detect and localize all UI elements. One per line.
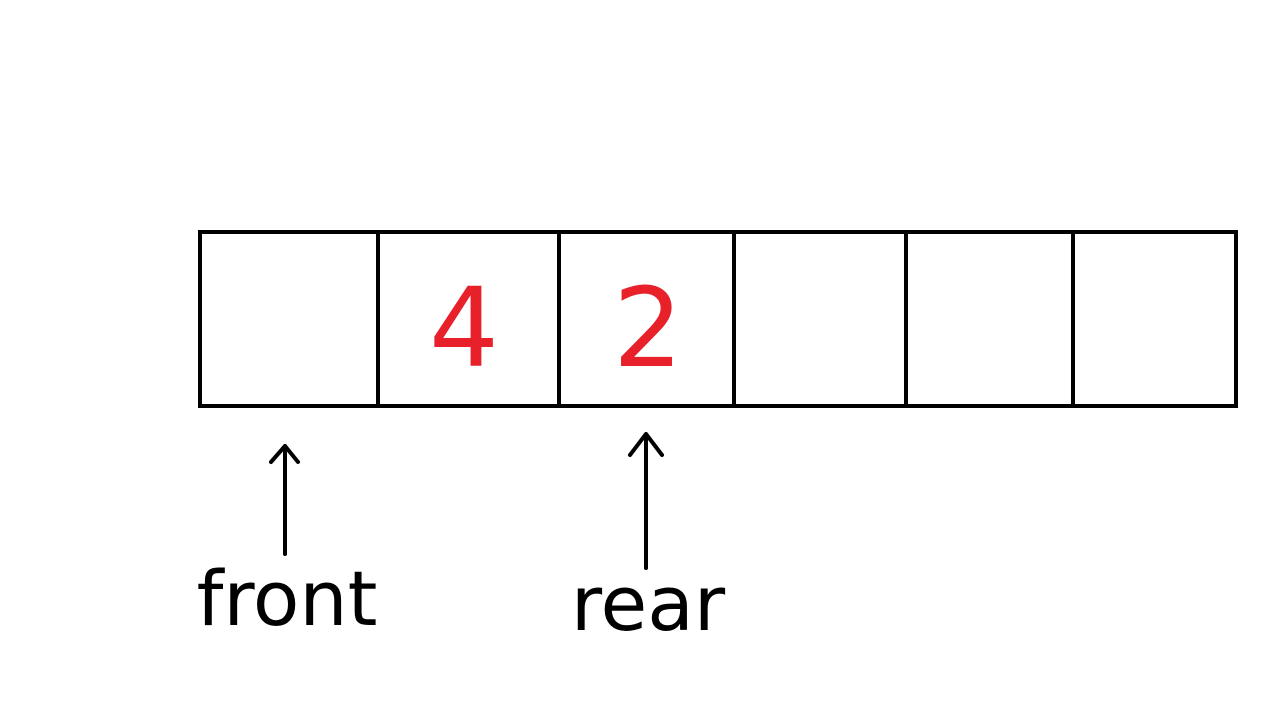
rear-arrow bbox=[628, 432, 664, 570]
queue-array: 4 2 bbox=[198, 230, 1238, 408]
queue-cell-3 bbox=[732, 230, 908, 408]
cell-value-2: 2 bbox=[613, 264, 683, 392]
front-label: front bbox=[197, 554, 378, 643]
queue-cell-0 bbox=[198, 230, 380, 408]
cell-value-1: 4 bbox=[429, 264, 499, 392]
rear-pointer: rear bbox=[571, 432, 726, 648]
rear-label: rear bbox=[571, 559, 726, 648]
queue-cell-4 bbox=[904, 230, 1075, 408]
front-arrow bbox=[269, 444, 300, 556]
queue-cell-5 bbox=[1071, 230, 1238, 408]
queue-cell-2: 2 bbox=[557, 230, 736, 408]
queue-cell-1: 4 bbox=[376, 230, 561, 408]
front-pointer: front bbox=[197, 444, 378, 643]
